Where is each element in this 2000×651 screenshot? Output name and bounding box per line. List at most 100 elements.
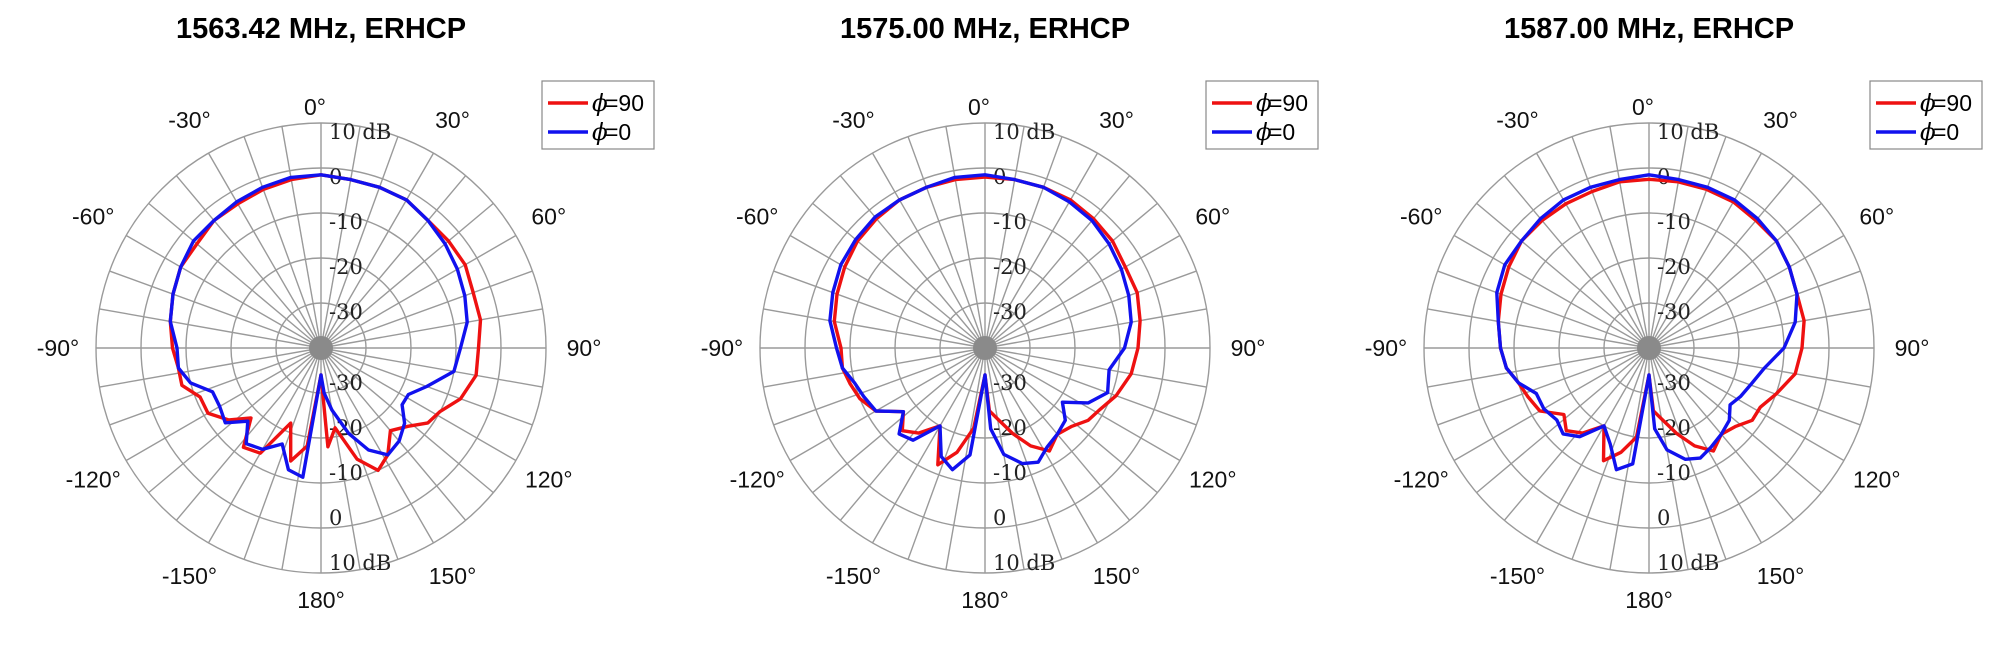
radial-grid-line	[907, 347, 986, 560]
radial-tick-label: 0	[329, 506, 342, 530]
radial-grid-line	[1571, 347, 1650, 560]
radial-grid-line	[320, 347, 435, 544]
radial-grid-line	[320, 270, 533, 349]
angle-tick-label: -60°	[736, 204, 778, 230]
angle-tick-label: -150°	[826, 563, 881, 589]
radial-grid-line	[243, 347, 322, 560]
radial-tick-label: 0	[993, 506, 1006, 530]
radial-grid-line	[1648, 136, 1727, 349]
radial-tick-label: -20	[1657, 255, 1691, 279]
radial-grid-line	[320, 136, 399, 349]
radial-grid-line	[984, 175, 1131, 349]
legend-box	[1205, 80, 1319, 150]
grid-circle	[804, 167, 1166, 529]
radial-grid-line	[984, 202, 1158, 349]
radial-grid-line	[945, 126, 986, 349]
series-line-phi0	[1495, 173, 1799, 472]
angle-tick-label: 60°	[531, 204, 566, 230]
radial-grid-line	[320, 308, 543, 349]
legend-label: =90	[605, 90, 644, 116]
radial-grid-line	[125, 234, 322, 349]
legend-phi-symbol: ϕ	[1920, 91, 1936, 117]
radial-grid-line	[1648, 270, 1861, 349]
radial-grid-line	[1427, 308, 1650, 349]
radial-grid-line	[281, 347, 322, 570]
radial-tick-label: 0	[1657, 506, 1670, 530]
radial-grid-line	[984, 347, 1063, 560]
radial-grid-line	[1503, 175, 1650, 349]
grid-circle	[849, 212, 1121, 484]
series-line-phi90	[1496, 177, 1806, 463]
grid-circle	[230, 257, 412, 439]
angle-tick-label: 90°	[1231, 335, 1266, 361]
legend-box	[541, 80, 655, 150]
radial-grid-line	[1609, 347, 1650, 570]
radial-grid-line	[320, 347, 543, 388]
radial-grid-line	[984, 308, 1207, 349]
radial-tick-label: -30	[1657, 300, 1691, 324]
radial-tick-label: -30	[329, 300, 363, 324]
angle-tick-label: -150°	[1490, 563, 1545, 589]
angle-tick-label: 60°	[1195, 204, 1230, 230]
radial-grid-line	[1453, 347, 1650, 462]
legend-label: =0	[605, 119, 631, 145]
angle-tick-label: -60°	[72, 204, 114, 230]
radial-grid-line	[1648, 202, 1822, 349]
legend-label: =0	[1933, 119, 1959, 145]
radial-grid-line	[984, 126, 1025, 349]
grid-circle	[185, 212, 457, 484]
grid-circle	[1603, 302, 1695, 394]
radial-grid-line	[763, 308, 986, 349]
radial-grid-line	[175, 175, 322, 349]
radial-grid-line	[984, 152, 1099, 349]
radial-grid-line	[320, 347, 361, 570]
radial-grid-line	[1648, 126, 1689, 349]
radial-grid-line	[871, 347, 986, 544]
grid-circle	[1558, 257, 1740, 439]
radial-tick-label: -30	[993, 300, 1027, 324]
radial-grid-line	[125, 347, 322, 462]
angle-tick-label: 30°	[1099, 107, 1134, 133]
angle-tick-label: -90°	[37, 335, 79, 361]
radial-grid-line	[984, 234, 1181, 349]
radial-tick-label: -10	[329, 461, 363, 485]
radial-grid-line	[984, 347, 1207, 388]
radial-grid-line	[1648, 347, 1763, 544]
angle-tick-label: 150°	[1093, 563, 1141, 589]
grid-circle	[1468, 167, 1830, 529]
angle-tick-label: 0°	[968, 94, 990, 120]
radial-grid-line	[984, 136, 1063, 349]
radial-grid-line	[320, 234, 517, 349]
radial-grid-line	[1571, 136, 1650, 349]
radial-grid-line	[99, 347, 322, 388]
radial-grid-line	[812, 347, 986, 494]
radial-tick-label: 10 dB	[1657, 120, 1719, 144]
legend-phi-symbol: ϕ	[1256, 91, 1272, 117]
radial-tick-label: 10 dB	[993, 120, 1055, 144]
radial-grid-line	[243, 136, 322, 349]
legend-phi-symbol: ϕ	[1920, 120, 1936, 146]
radial-grid-line	[1437, 347, 1650, 426]
radial-grid-line	[1648, 152, 1763, 349]
legend-phi-symbol: ϕ	[592, 91, 608, 117]
radial-grid-line	[1648, 347, 1871, 388]
radial-grid-line	[207, 347, 322, 544]
angle-tick-label: -30°	[832, 107, 874, 133]
angle-tick-label: -30°	[168, 107, 210, 133]
center-hub	[973, 336, 997, 360]
legend-label: =90	[1933, 90, 1972, 116]
center-hub	[309, 336, 333, 360]
radial-grid-line	[320, 347, 494, 494]
center-hub	[1637, 336, 1661, 360]
legend-label: =0	[1269, 119, 1295, 145]
series-line-phi90	[832, 175, 1142, 467]
angle-tick-label: 90°	[567, 335, 602, 361]
radial-tick-label: 10 dB	[329, 120, 391, 144]
radial-grid-line	[1609, 126, 1650, 349]
radial-tick-label: -10	[329, 210, 363, 234]
chart-title: 1575.00 MHz, ERHCP	[840, 13, 1130, 45]
grid-circle	[140, 167, 502, 529]
